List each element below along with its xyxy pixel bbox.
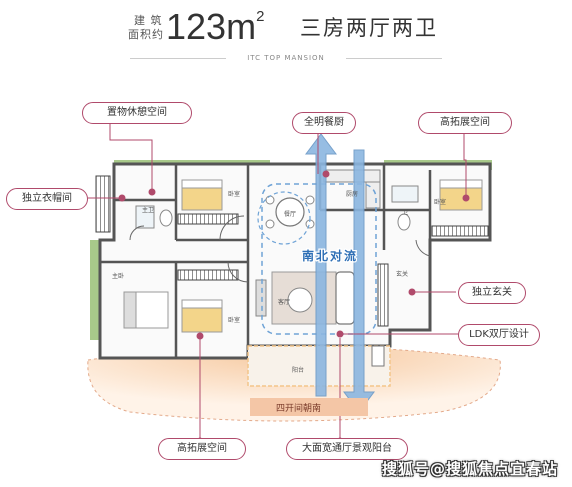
- four-bays-bar: [250, 398, 368, 416]
- callout-dining: 全明餐厨: [292, 112, 356, 134]
- callout-expand-top: 高拓展空间: [418, 112, 512, 134]
- area-value: 123m2: [166, 6, 265, 47]
- subtitle: ITC TOP MANSION: [247, 54, 325, 62]
- label-bath-main: 主卫: [142, 206, 154, 214]
- label-master: 主卧: [112, 272, 124, 280]
- subtitle-rule-left: [130, 58, 226, 59]
- callout-expand-bottom: 高拓展空间: [158, 438, 246, 460]
- label-four-bays: 四开间朝南: [276, 402, 321, 414]
- callout-ldk: LDK双厅设计: [458, 324, 540, 346]
- label-bedroom-b: 卧室: [228, 316, 240, 324]
- area-label-line1: 建 筑: [134, 14, 163, 27]
- label-bedroom-c: 卧室: [434, 198, 446, 206]
- callout-balcony: 大面宽通厅景观阳台: [286, 438, 408, 460]
- label-ns-flow: 南北对流: [302, 248, 358, 263]
- subtitle-rule-right: [346, 58, 442, 59]
- label-bath-2: 卫: [402, 209, 408, 216]
- label-kitchen: 厨房: [346, 190, 358, 198]
- label-living: 客厅: [278, 298, 290, 306]
- callout-entrance: 独立玄关: [458, 282, 526, 304]
- label-foyer: 玄关: [396, 270, 408, 278]
- label-balcony: 阳台: [292, 366, 304, 374]
- area-label-line2: 面积约: [128, 28, 164, 41]
- label-bedroom-a: 卧室: [228, 190, 240, 198]
- layout-title: 三房两厅两卫: [300, 16, 438, 40]
- callout-cloakroom: 独立衣帽间: [6, 188, 88, 210]
- callout-storage-rest: 置物休憩空间: [82, 102, 192, 124]
- dining-table: [275, 197, 305, 227]
- watermark: 搜狐号@搜狐焦点宜春站: [381, 460, 558, 478]
- label-restaurant: 餐厅: [284, 210, 296, 218]
- sofa: [335, 271, 355, 325]
